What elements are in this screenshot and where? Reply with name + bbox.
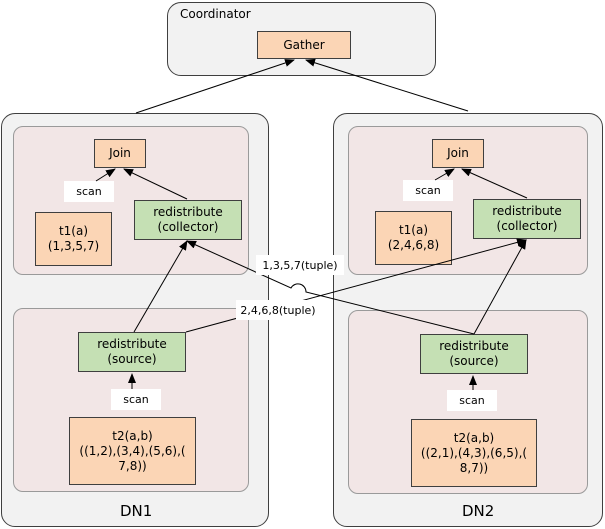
dn2-source-to-dn1-collector-arrow [186, 240, 475, 335]
dn1-source-to-collector-arrow [133, 240, 188, 333]
dn1-join-operator: Join [94, 139, 146, 168]
dn2-join-operator: Join [432, 139, 484, 168]
dn1-redistribute-source: redistribute (source) [78, 332, 186, 372]
dn1-redistribute-collector: redistribute (collector) [134, 200, 242, 240]
dn2-t2-table: t2(a,b) ((2,1),(4,3),(6,5),( 8,7)) [411, 419, 537, 487]
dn1-collector-to-join-arrow [123, 168, 188, 200]
dn1-scan-label-bottom: scan [111, 389, 161, 410]
dn2-scan-label-bottom: scan [447, 390, 497, 411]
dn2-scan-label-top: scan [403, 180, 453, 201]
dn2-t1-to-join-arrow [434, 168, 455, 181]
dn1-t1-to-join-arrow [95, 168, 116, 182]
dn1-label: DN1 [120, 502, 153, 520]
dn2-source-to-collector-arrow [473, 239, 527, 335]
gather-operator: Gather [257, 31, 351, 59]
flow-label-dn1-to-dn2: 1,3,5,7(tuple) [256, 255, 344, 275]
dn2-t1-table: t1(a) (2,4,6,8) [375, 211, 452, 265]
dn2-to-gather-arrow [305, 58, 469, 112]
coordinator-title: Coordinator [180, 7, 251, 21]
dn1-to-gather-arrow [135, 59, 295, 114]
flow-label-dn2-to-dn1: 2,4,6,8(tuple) [236, 300, 320, 320]
dn1-t1-table: t1(a) (1,3,5,7) [35, 212, 112, 266]
dn2-redistribute-source: redistribute (source) [420, 334, 528, 374]
dn1-scan-label-top: scan [64, 181, 114, 202]
dn2-redistribute-collector: redistribute (collector) [473, 199, 581, 239]
dn2-collector-to-join-arrow [461, 168, 528, 199]
dn2-label: DN2 [462, 502, 495, 520]
dn1-t2-table: t2(a,b) ((1,2),(3,4),(5,6),( 7,8)) [69, 417, 196, 485]
